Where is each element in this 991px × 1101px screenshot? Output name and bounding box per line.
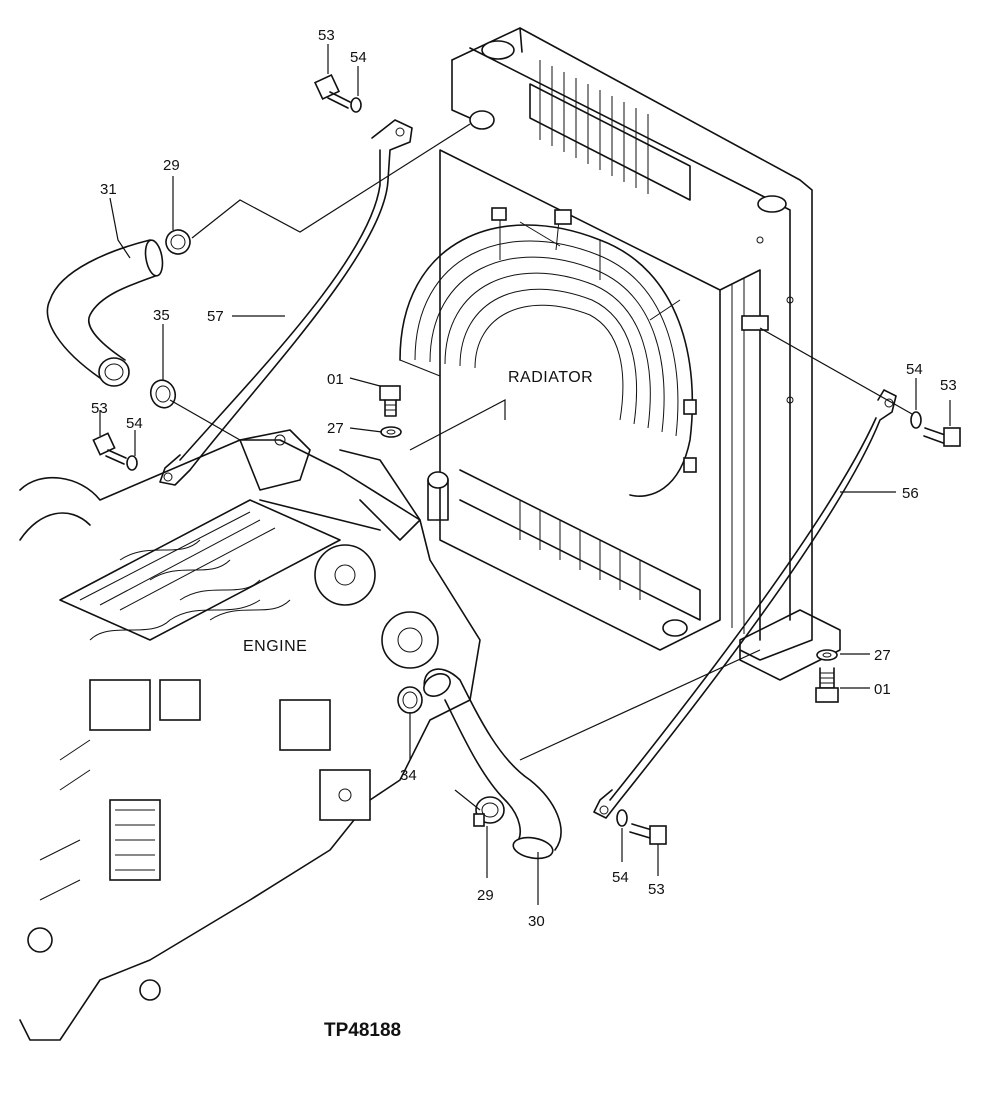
upper-radiator-hose [46, 239, 164, 387]
radiator-assembly [427, 27, 841, 681]
callout-27-right: 27 [874, 647, 891, 664]
callout-29-bottom: 29 [477, 887, 494, 904]
callout-54-right: 54 [906, 361, 923, 378]
bolts-washers [92, 73, 961, 845]
lower-radiator-hose [423, 668, 562, 860]
callout-01-right: 01 [874, 681, 891, 698]
callout-53-right: 53 [940, 377, 957, 394]
callout-56: 56 [902, 485, 919, 502]
stay-rod-56 [593, 389, 897, 819]
fan-guard [399, 207, 697, 497]
callout-31: 31 [100, 181, 117, 198]
callout-35: 35 [153, 307, 170, 324]
callout-57: 57 [207, 308, 224, 325]
callout-54-left: 54 [126, 415, 143, 432]
engine-block [19, 429, 481, 1041]
callout-34: 34 [400, 767, 417, 784]
callout-53-bottom: 53 [648, 881, 665, 898]
callout-54-bottom: 54 [612, 869, 629, 886]
callout-53-top: 53 [318, 27, 335, 44]
hose-clamps [149, 229, 505, 827]
callout-53-left: 53 [91, 400, 108, 417]
callout-01-top: 01 [327, 371, 344, 388]
drawing-number: TP48188 [324, 1020, 401, 1041]
callout-30: 30 [528, 913, 545, 930]
callout-numbers: 53 54 29 31 35 57 01 27 53 54 54 53 56 2… [91, 27, 957, 930]
callout-29-top: 29 [163, 157, 180, 174]
engine-label: ENGINE [243, 638, 307, 655]
callout-27-top: 27 [327, 420, 344, 437]
radiator-label: RADIATOR [508, 369, 593, 386]
callout-54-top: 54 [350, 49, 367, 66]
leader-lines [99, 44, 951, 905]
